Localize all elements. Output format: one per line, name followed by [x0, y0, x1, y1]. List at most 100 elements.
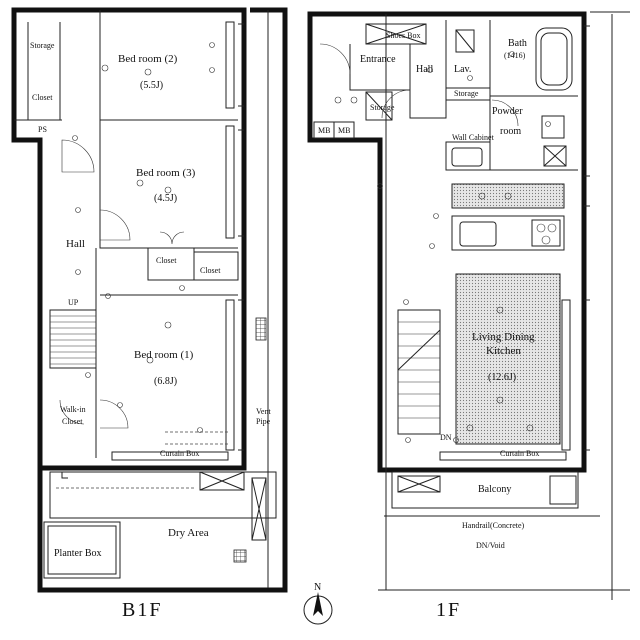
- kitchen-counter: [451, 215, 565, 251]
- powder-label-1: Powder: [492, 106, 523, 117]
- b1f-storage-label: Storage: [30, 41, 55, 50]
- bed2-size: (5.5J): [140, 80, 163, 91]
- wash-basin: [451, 147, 483, 167]
- bed2-partition: [99, 10, 238, 121]
- f1-curtain-box-label: Curtain Box: [500, 449, 539, 458]
- compass-north-label: N: [314, 582, 321, 593]
- drain-grate: [233, 549, 247, 563]
- walkin-door-swing: [59, 399, 85, 425]
- cooktop: [531, 219, 561, 247]
- bathtub: [535, 27, 573, 91]
- bed3-name: Bed room (3): [136, 167, 196, 179]
- dry-area-label: Dry Area: [168, 527, 209, 539]
- b1f-outer-wall: [11, 7, 247, 471]
- mb-label-1: MB: [318, 126, 330, 135]
- b1f-dashed-fixture: [165, 431, 230, 445]
- b1f-hall-label: Hall: [66, 238, 85, 250]
- f1-stairs: [397, 309, 441, 435]
- b1f-closet-top-label: Closet: [32, 93, 53, 102]
- lav-label: Lav.: [454, 64, 471, 75]
- storage2-box: [445, 87, 491, 101]
- f1-curtain-box-side: [561, 299, 571, 451]
- b1f-ps-label: PS: [38, 125, 47, 134]
- bed3-door-swing: [99, 209, 131, 241]
- closet-door-swing: [159, 231, 185, 245]
- b1f-curtain-box-label: Curtain Box: [160, 449, 199, 458]
- vent-label-1: Vent: [256, 407, 271, 416]
- bath-size: (1416): [504, 51, 526, 60]
- living-dining-kitchen-floor: [455, 273, 561, 445]
- b1f-stairs: [49, 309, 97, 369]
- powder-toilet: [541, 115, 565, 139]
- f1-curtain-box-bottom: [439, 451, 567, 461]
- ldk-label-1: Living Dining: [472, 331, 535, 343]
- powder-fixture-f: [543, 145, 567, 167]
- f1-labels: Shoes Box Entrance Hall Lav. Bath (1416)…: [318, 31, 539, 621]
- f1-windows: [584, 25, 590, 451]
- f1-storage-box: [365, 91, 393, 121]
- walkin-label-2: Closet: [62, 417, 83, 426]
- walkin-label-1: Walk-in: [60, 405, 86, 414]
- hall-outline: [409, 44, 447, 119]
- bathtub-inner: [540, 32, 568, 86]
- f1-storage-diag: [365, 91, 393, 121]
- closet-mid-box: [147, 248, 195, 281]
- b1f-dry-area-wall: [37, 7, 288, 593]
- kitchen-counter-top: [451, 183, 565, 209]
- ldk-size: (12.6J): [488, 372, 516, 383]
- bed3-partition: [99, 120, 238, 249]
- balcony-box: [397, 475, 441, 493]
- b1f-up-label: UP: [68, 298, 79, 307]
- wall-cabinet: [445, 141, 491, 171]
- f1-light-fixtures: [334, 51, 551, 443]
- planter-box-inner: [47, 525, 117, 575]
- planter-box-label: Planter Box: [54, 548, 102, 559]
- curtain-box-bed2: [225, 21, 235, 109]
- dry-area-box-1: [199, 471, 245, 491]
- dry-area-box-2: [251, 477, 267, 541]
- b1f-floor-label: B1F: [122, 599, 162, 621]
- wall-cabinet-label: Wall Cabinet: [452, 133, 495, 142]
- handrail-label: Handrail(Concrete): [462, 521, 525, 530]
- vent-grille: [255, 317, 267, 341]
- planter-box-outline: [43, 521, 121, 579]
- entrance-label: Entrance: [360, 54, 396, 65]
- bed2-name: Bed room (2): [118, 53, 178, 65]
- shoes-box-label: Shoes Box: [386, 31, 420, 40]
- cooktop-burners: [536, 223, 557, 245]
- f1-floor-label: 1F: [436, 599, 461, 621]
- vent-label-2: Pipe: [256, 417, 271, 426]
- b1f-windows: [238, 23, 244, 451]
- b1f-plan: [11, 7, 288, 593]
- f1-dn-label: DN: [440, 433, 452, 442]
- b1f-closet-mid-label: Closet: [156, 256, 177, 265]
- f1-outer-wall: [307, 11, 587, 473]
- b1f-closet-right-label: Closet: [200, 266, 221, 275]
- north-compass: N: [303, 582, 333, 625]
- bath-name: Bath: [508, 38, 527, 49]
- f1-storage2-label: Storage: [454, 89, 479, 98]
- balcony-label: Balcony: [478, 484, 511, 495]
- bed3-size: (4.5J): [154, 193, 177, 204]
- dn-void-label: DN/Void: [476, 541, 505, 550]
- bed1-name: Bed room (1): [134, 349, 194, 361]
- entrance-door-swing: [319, 43, 351, 75]
- lav-sink: [455, 29, 475, 53]
- b1f-corner-mark: [61, 472, 68, 479]
- shoes-box-cross: [365, 23, 427, 45]
- entrance-outline: [349, 44, 411, 91]
- mb-label-2: MB: [338, 126, 350, 135]
- bed1-size: (6.8J): [154, 376, 177, 387]
- f1-hall-label: Hall: [416, 64, 433, 75]
- shoes-box-outline: [365, 23, 427, 45]
- curtain-box-bed3: [225, 125, 235, 239]
- f1-storage-label: Storage: [370, 103, 395, 112]
- balcony-outline: [391, 471, 579, 509]
- dry-area-zone: [49, 471, 277, 519]
- b1f-light-fixtures: [72, 42, 215, 433]
- curtain-box-bed1-bottom: [111, 451, 229, 461]
- kitchen-sink: [459, 221, 497, 247]
- powder-fixture-cross: [543, 145, 567, 167]
- b1f-labels: Storage Closet PS Bed room (2) (5.5J) Be…: [30, 41, 271, 621]
